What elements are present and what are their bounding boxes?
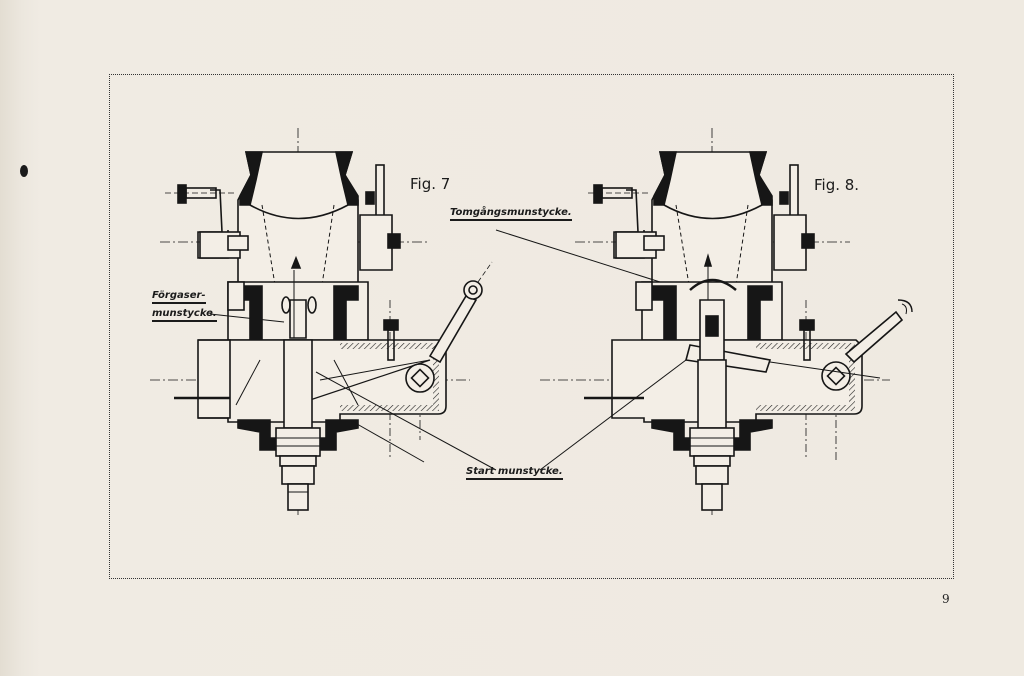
label-forgaser-line1: Förgaser- (152, 290, 206, 304)
carburetor-fig7 (150, 128, 493, 515)
binding-hole (20, 165, 28, 177)
figure-frame (109, 74, 954, 579)
figure-title-fig7: Fig. 7 (410, 175, 451, 193)
page-number: 9 (942, 592, 950, 606)
label-startmunstycke: Start munstycke. (466, 466, 563, 480)
figure-title-fig8: Fig. 8. (814, 176, 860, 194)
carburetor-fig8 (540, 128, 913, 515)
label-tomgangsmunstycke: Tomgångsmunstycke. (450, 207, 572, 221)
leader-lines (209, 229, 687, 471)
label-forgaser-line2: munstycke. (152, 308, 217, 322)
